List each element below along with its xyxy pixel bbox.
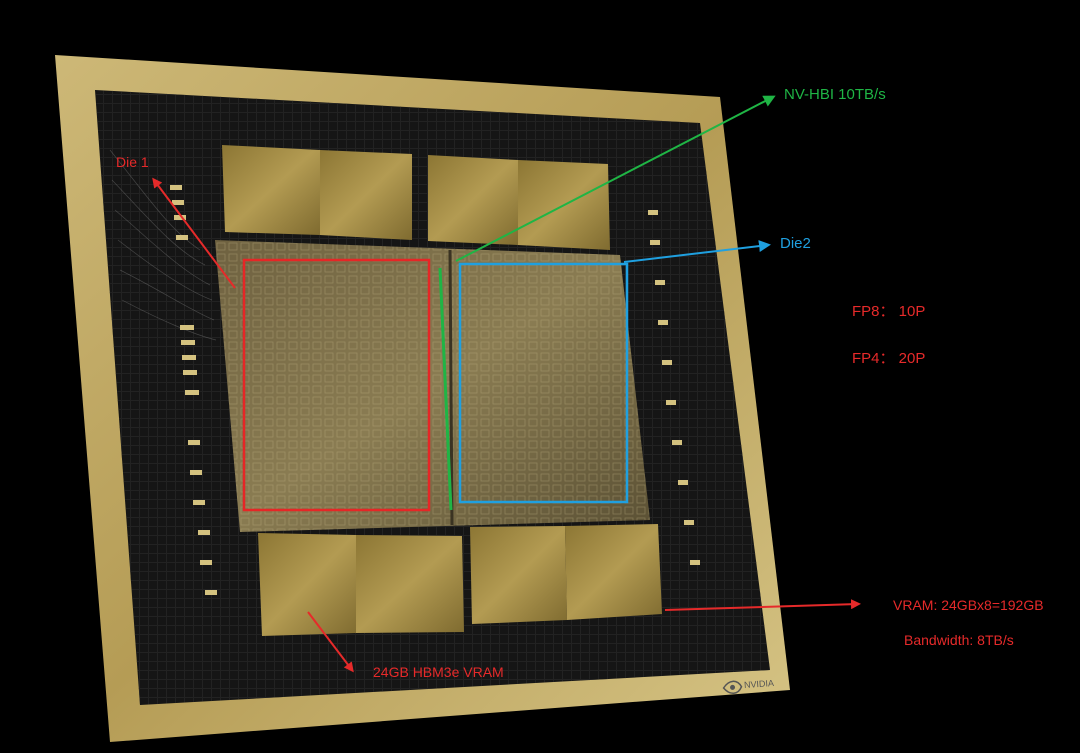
die1-arrow — [152, 177, 236, 289]
die-seam — [448, 249, 454, 526]
hbm-label: 24GB HBM3e VRAM — [373, 664, 504, 680]
die2-label: Die2 — [780, 235, 811, 252]
nvhbi-line — [438, 267, 453, 511]
nvidia-logo-icon — [722, 680, 743, 695]
hbm-arrow — [307, 611, 354, 673]
vram-arrow — [664, 599, 861, 611]
hbm-bottom — [258, 524, 662, 636]
die1-box — [242, 258, 431, 512]
compute-die-grid — [215, 240, 650, 532]
left-wires — [109, 149, 217, 341]
nvhbi-arrow — [455, 95, 776, 262]
die1-label: Die 1 — [116, 154, 149, 170]
nvhbi-label: NV-HBI 10TB/s — [784, 86, 886, 103]
die2-arrow — [623, 240, 771, 263]
vram-label: VRAM: 24GBx8=192GB — [893, 597, 1044, 613]
fp4-label: FP4： 20P — [852, 350, 926, 367]
bandwidth-label: Bandwidth: 8TB/s — [904, 632, 1014, 648]
fp8-label: FP8： 10P — [852, 303, 926, 320]
substrate-pads — [170, 185, 700, 595]
die2-box — [458, 262, 629, 504]
